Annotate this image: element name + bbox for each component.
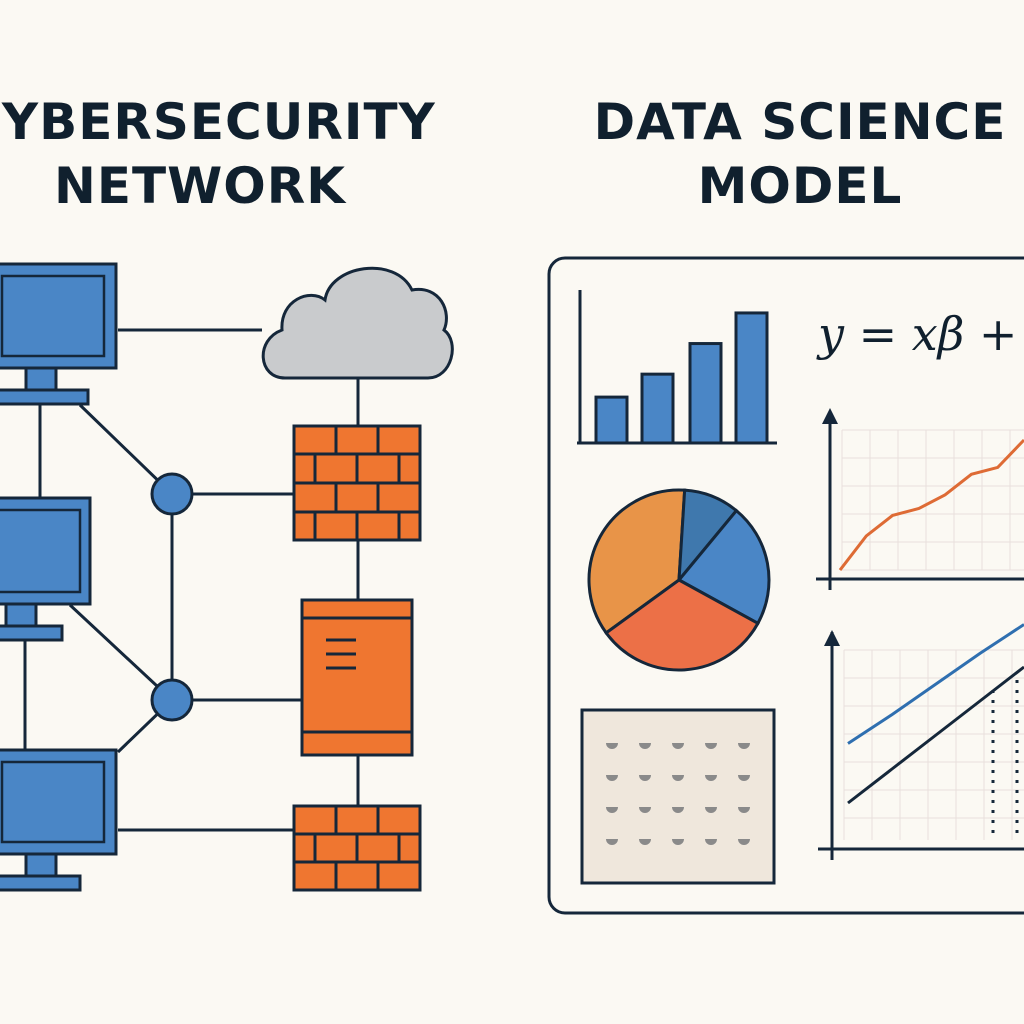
matrix-dot	[606, 743, 618, 749]
network-node-icon	[150, 472, 194, 516]
matrix-dot	[705, 839, 717, 845]
network-connections	[23, 328, 360, 832]
line-chart	[816, 408, 1024, 590]
bar-chart	[577, 290, 777, 445]
matrix-dot	[738, 775, 750, 781]
matrix-dot	[639, 807, 651, 813]
computer-icon	[0, 748, 118, 892]
dot-matrix	[580, 708, 776, 885]
network-node-icon	[150, 678, 194, 722]
pie-slice	[587, 488, 687, 635]
computer-icon	[0, 496, 92, 642]
matrix-dot	[705, 743, 717, 749]
matrix-dot	[606, 839, 618, 845]
matrix-dot	[606, 807, 618, 813]
matrix-dot	[738, 839, 750, 845]
bar	[688, 342, 723, 445]
matrix-dot	[639, 839, 651, 845]
matrix-dot	[606, 775, 618, 781]
line-chart	[818, 623, 1024, 860]
computer-icon	[0, 262, 118, 406]
matrix-dot	[672, 839, 684, 845]
matrix-dot	[672, 743, 684, 749]
firewall-icon	[292, 804, 422, 892]
matrix-dot	[738, 807, 750, 813]
matrix-dot	[672, 775, 684, 781]
network-title: CYBERSECURITY NETWORK	[0, 93, 436, 215]
matrix-dot	[705, 775, 717, 781]
matrix-dot	[705, 807, 717, 813]
model-title: DATA SCIENCE MODEL	[593, 93, 1007, 215]
pie-slice	[604, 578, 760, 672]
matrix-dot	[672, 807, 684, 813]
bar	[640, 372, 675, 445]
bar	[594, 395, 629, 445]
bar	[734, 311, 769, 445]
matrix-dot	[639, 775, 651, 781]
matrix-dot	[639, 743, 651, 749]
firewall-icon	[292, 424, 422, 542]
regression-formula: y = xβ +	[816, 307, 1017, 361]
server-icon	[300, 598, 414, 757]
matrix-dot	[738, 743, 750, 749]
pie-slice	[676, 508, 771, 626]
pie-chart	[587, 488, 771, 672]
cloud-icon	[261, 266, 454, 380]
